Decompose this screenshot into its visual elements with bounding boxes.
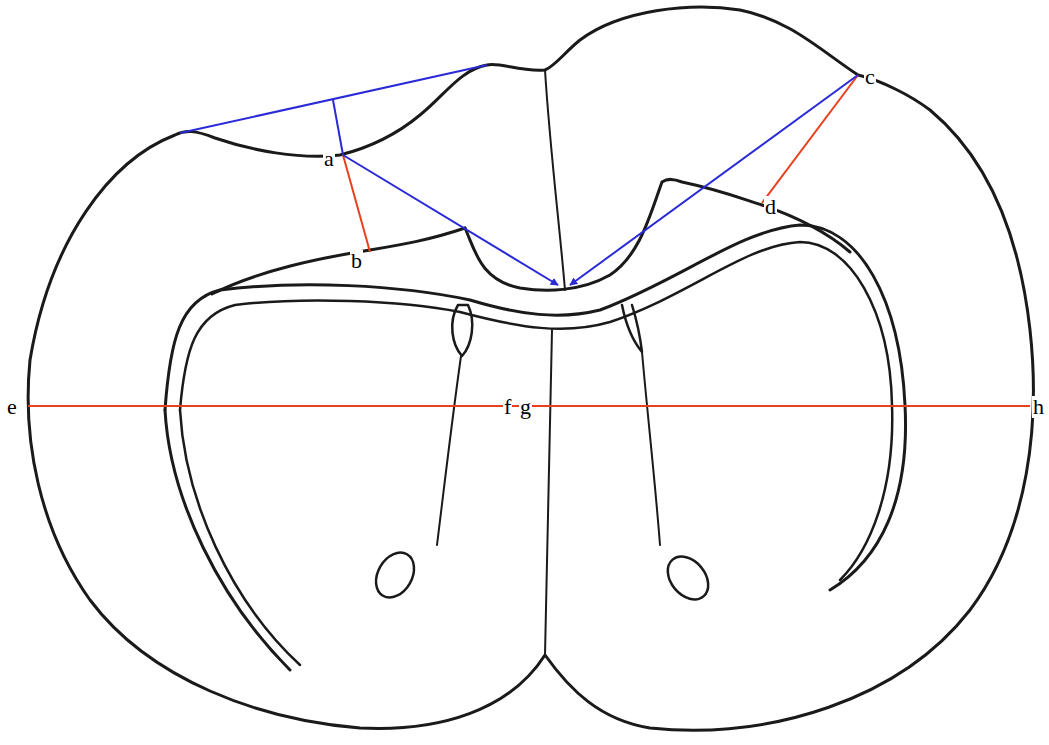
point-label: a xyxy=(323,148,335,170)
arrow-c-midline xyxy=(570,75,858,285)
tract-right xyxy=(642,352,660,545)
point-label: g xyxy=(519,396,532,418)
point-label: d xyxy=(764,196,777,218)
measure-line-cd xyxy=(762,75,858,203)
tangent-line xyxy=(180,65,487,133)
callosum-inner-left xyxy=(180,410,300,665)
midline xyxy=(545,70,565,290)
perpendicular-line xyxy=(333,100,343,155)
point-label: h xyxy=(1032,396,1045,418)
ventricle-left xyxy=(452,305,472,356)
midline-lower xyxy=(545,330,552,655)
commissure-left xyxy=(368,546,421,605)
callosum-inner xyxy=(180,242,892,580)
point-label: c xyxy=(864,66,876,88)
point-label: e xyxy=(6,396,18,418)
ventricle-right xyxy=(622,305,642,352)
arrow-a-midline xyxy=(343,155,558,285)
callosum-outer xyxy=(165,225,906,590)
point-label: b xyxy=(350,250,363,272)
inner-boundary-medial xyxy=(465,179,850,290)
tract-left xyxy=(437,356,461,545)
outer-outline xyxy=(28,7,1033,730)
commissure-right xyxy=(660,549,717,608)
point-label: f xyxy=(503,396,512,418)
